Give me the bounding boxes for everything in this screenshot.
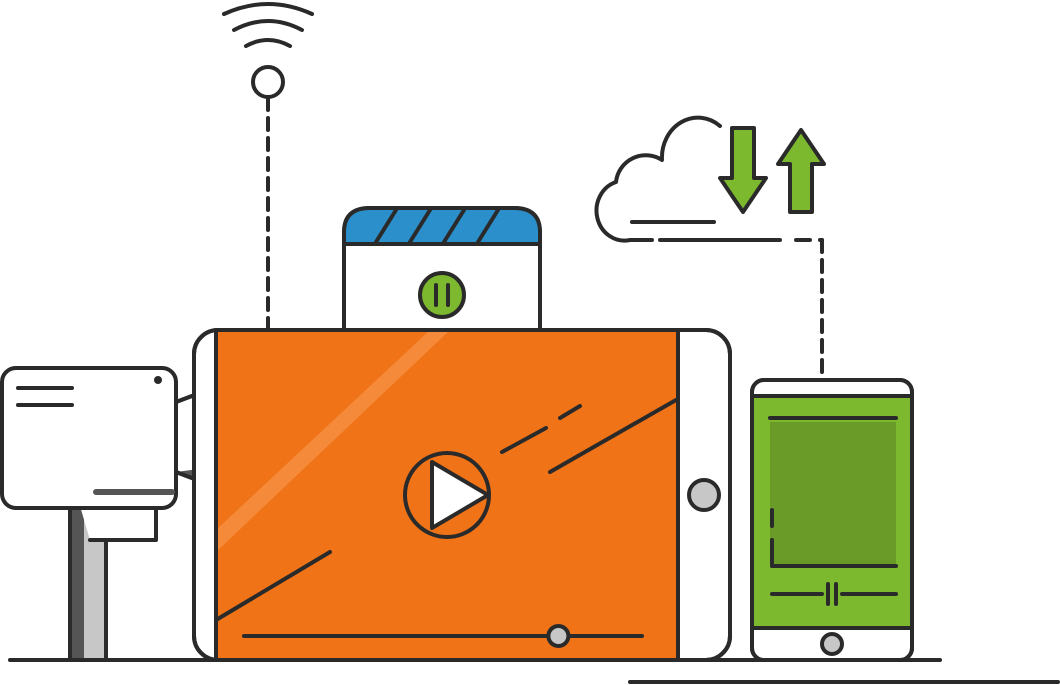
- phone-home-button[interactable]: [820, 632, 844, 656]
- pause-icon[interactable]: [418, 271, 466, 319]
- play-icon[interactable]: [403, 451, 491, 539]
- smartphone-icon: [750, 378, 914, 662]
- clapperboard-icon: [342, 206, 542, 332]
- tablet-home-button[interactable]: [687, 478, 721, 512]
- progress-knob[interactable]: [546, 624, 571, 648]
- tablet-icon: [192, 328, 732, 662]
- cloud-icon: [594, 115, 824, 380]
- arrow-down-icon: [718, 126, 768, 214]
- video-progress-bar[interactable]: [242, 624, 644, 648]
- arrow-up-icon: [776, 128, 826, 214]
- wifi-antenna-icon: [222, 2, 314, 332]
